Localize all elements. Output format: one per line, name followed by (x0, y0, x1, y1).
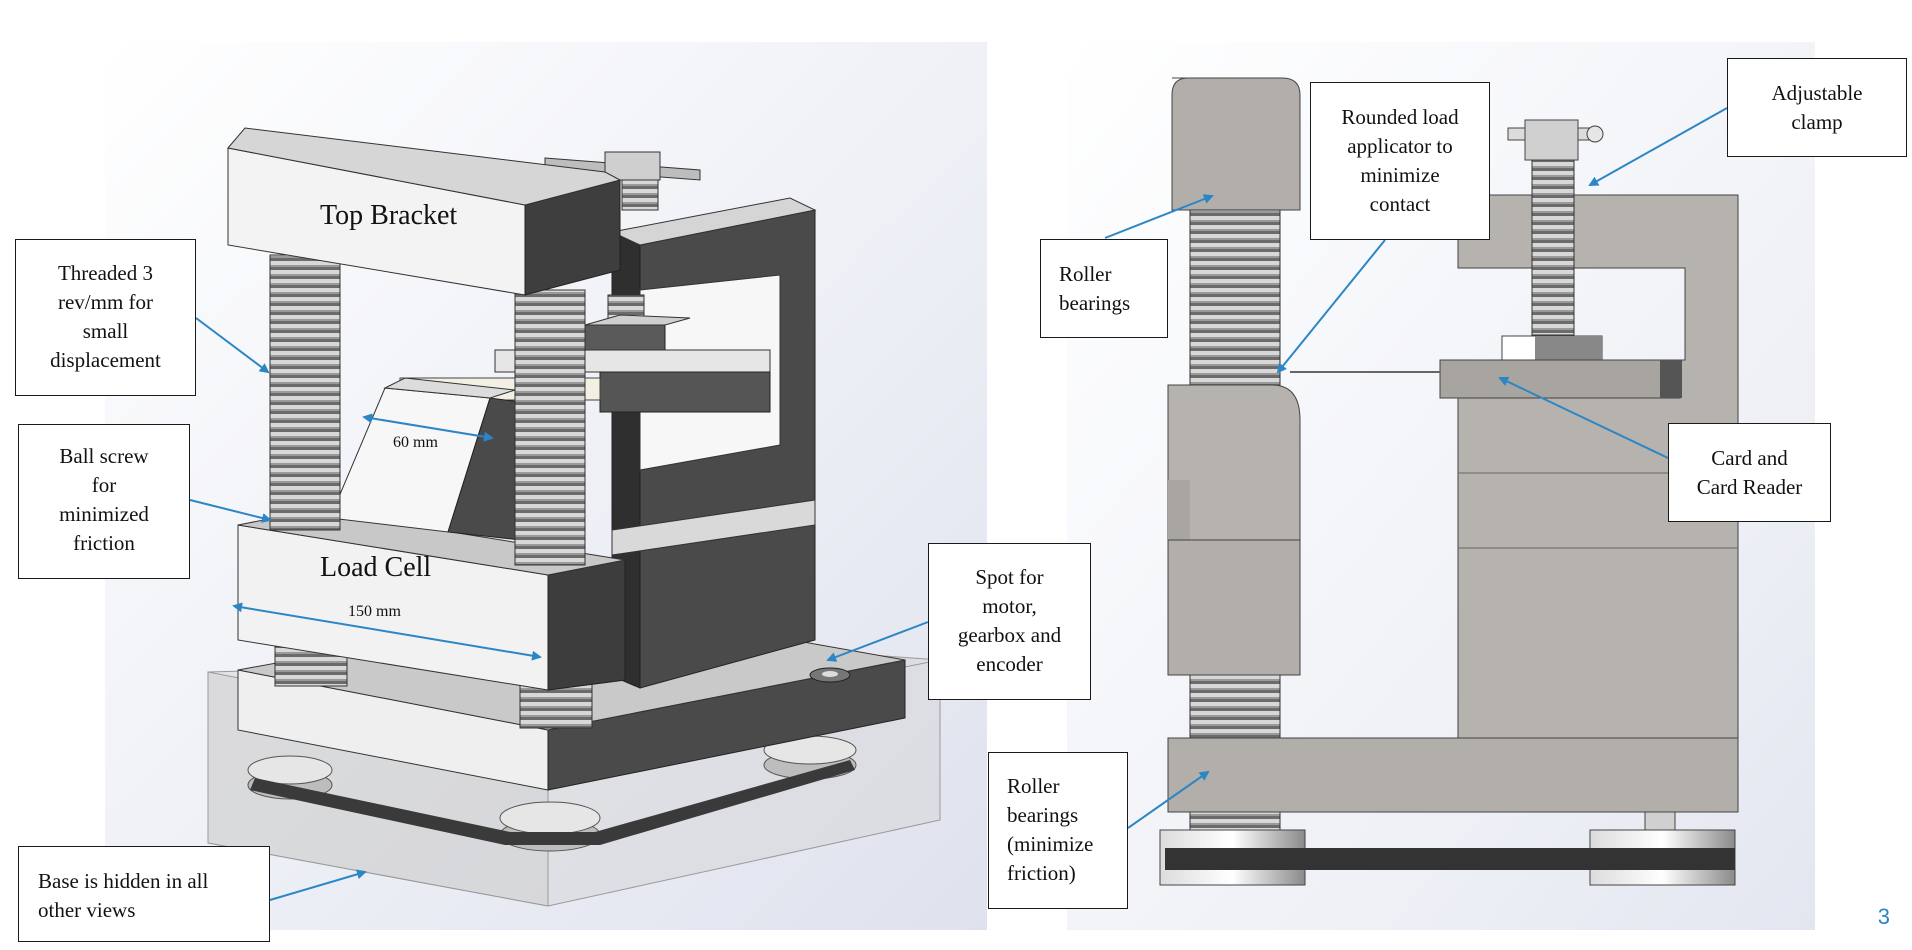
dimension-150mm-label: 150 mm (348, 603, 401, 620)
top-bracket (227, 127, 622, 296)
screw-left-upper (269, 254, 341, 531)
callout-spot-motor: Spot for motor, gearbox and encoder (928, 543, 1091, 700)
callout-adjustable-clamp: Adjustable clamp (1727, 58, 1907, 157)
dimension-60mm-label: 60 mm (393, 434, 438, 451)
callout-card-reader: Card and Card Reader (1668, 423, 1831, 522)
side-view (1159, 77, 1739, 886)
load-cell-label: Load Cell (320, 552, 432, 583)
callout-base-hidden: Base is hidden in all other views (18, 846, 270, 942)
callout-rounded-load: Rounded load applicator to minimize cont… (1310, 82, 1490, 240)
frame-column (610, 197, 817, 689)
callout-threaded: Threaded 3 rev/mm for small displacement (15, 239, 196, 396)
callout-roller-bottom: Roller bearings (minimize friction) (988, 752, 1128, 909)
top-bracket-label: Top Bracket (320, 200, 458, 231)
page-number: 3 (1877, 904, 1890, 929)
callout-ball-screw: Ball screw for minimized friction (18, 424, 190, 579)
top-clamp-screw (544, 151, 701, 356)
callout-roller-top: Roller bearings (1040, 239, 1168, 338)
screw-right-upper (514, 289, 586, 566)
isometric-view (207, 127, 941, 907)
